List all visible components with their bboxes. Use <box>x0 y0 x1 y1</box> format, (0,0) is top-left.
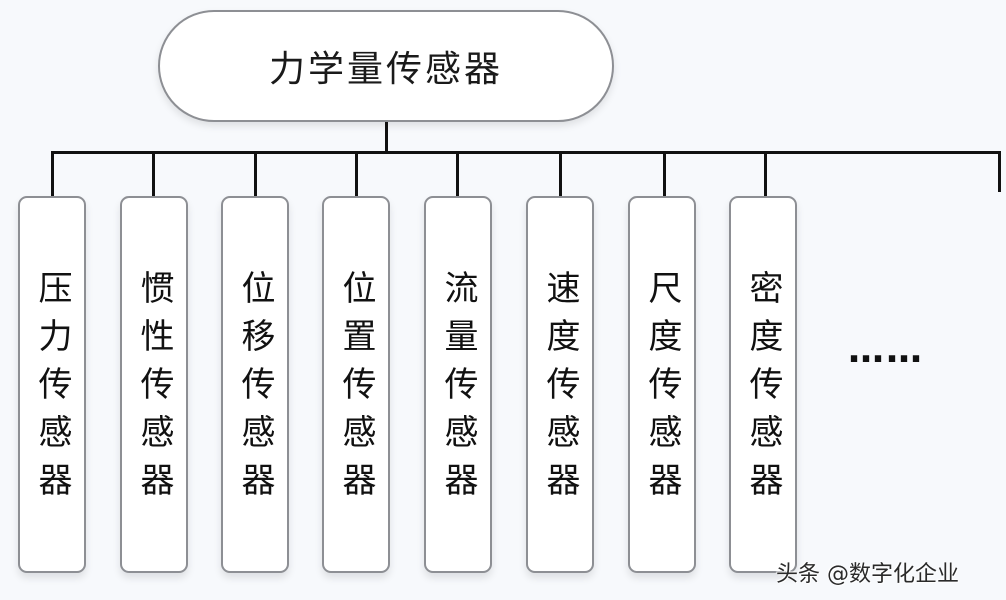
drop-connector-more <box>998 151 1001 192</box>
child-node-label: 尺度传感器 <box>642 269 682 510</box>
root-connector <box>385 122 388 154</box>
root-node: 力学量传感器 <box>158 10 614 122</box>
drop-connector-1 <box>51 151 54 196</box>
child-node-label: 位置传感器 <box>336 269 376 510</box>
root-node-label: 力学量传感器 <box>268 49 503 90</box>
child-node-pressure-sensor: 压力传感器 <box>18 196 86 573</box>
drop-connector-3 <box>254 151 257 196</box>
child-node-label: 惯性传感器 <box>134 269 174 510</box>
drop-connector-5 <box>456 151 459 196</box>
branch-bus-line <box>51 151 1001 154</box>
drop-connector-2 <box>152 151 155 196</box>
watermark: 头条 @数字化企业 <box>776 562 959 587</box>
more-ellipsis: …… <box>848 330 924 371</box>
child-node-label: 压力传感器 <box>32 269 72 510</box>
child-node-flow-sensor: 流量传感器 <box>424 196 492 573</box>
drop-connector-8 <box>764 151 767 196</box>
child-node-velocity-sensor: 速度传感器 <box>526 196 594 573</box>
drop-connector-6 <box>559 151 562 196</box>
drop-connector-7 <box>663 151 666 196</box>
child-node-position-sensor: 位置传感器 <box>322 196 390 573</box>
child-node-density-sensor: 密度传感器 <box>729 196 797 573</box>
child-node-dimension-sensor: 尺度传感器 <box>628 196 696 573</box>
child-node-displacement-sensor: 位移传感器 <box>221 196 289 573</box>
child-node-label: 流量传感器 <box>438 269 478 510</box>
drop-connector-4 <box>355 151 358 196</box>
child-node-inertial-sensor: 惯性传感器 <box>120 196 188 573</box>
child-node-label: 密度传感器 <box>743 269 783 510</box>
child-node-label: 位移传感器 <box>235 269 275 510</box>
child-node-label: 速度传感器 <box>540 269 580 510</box>
